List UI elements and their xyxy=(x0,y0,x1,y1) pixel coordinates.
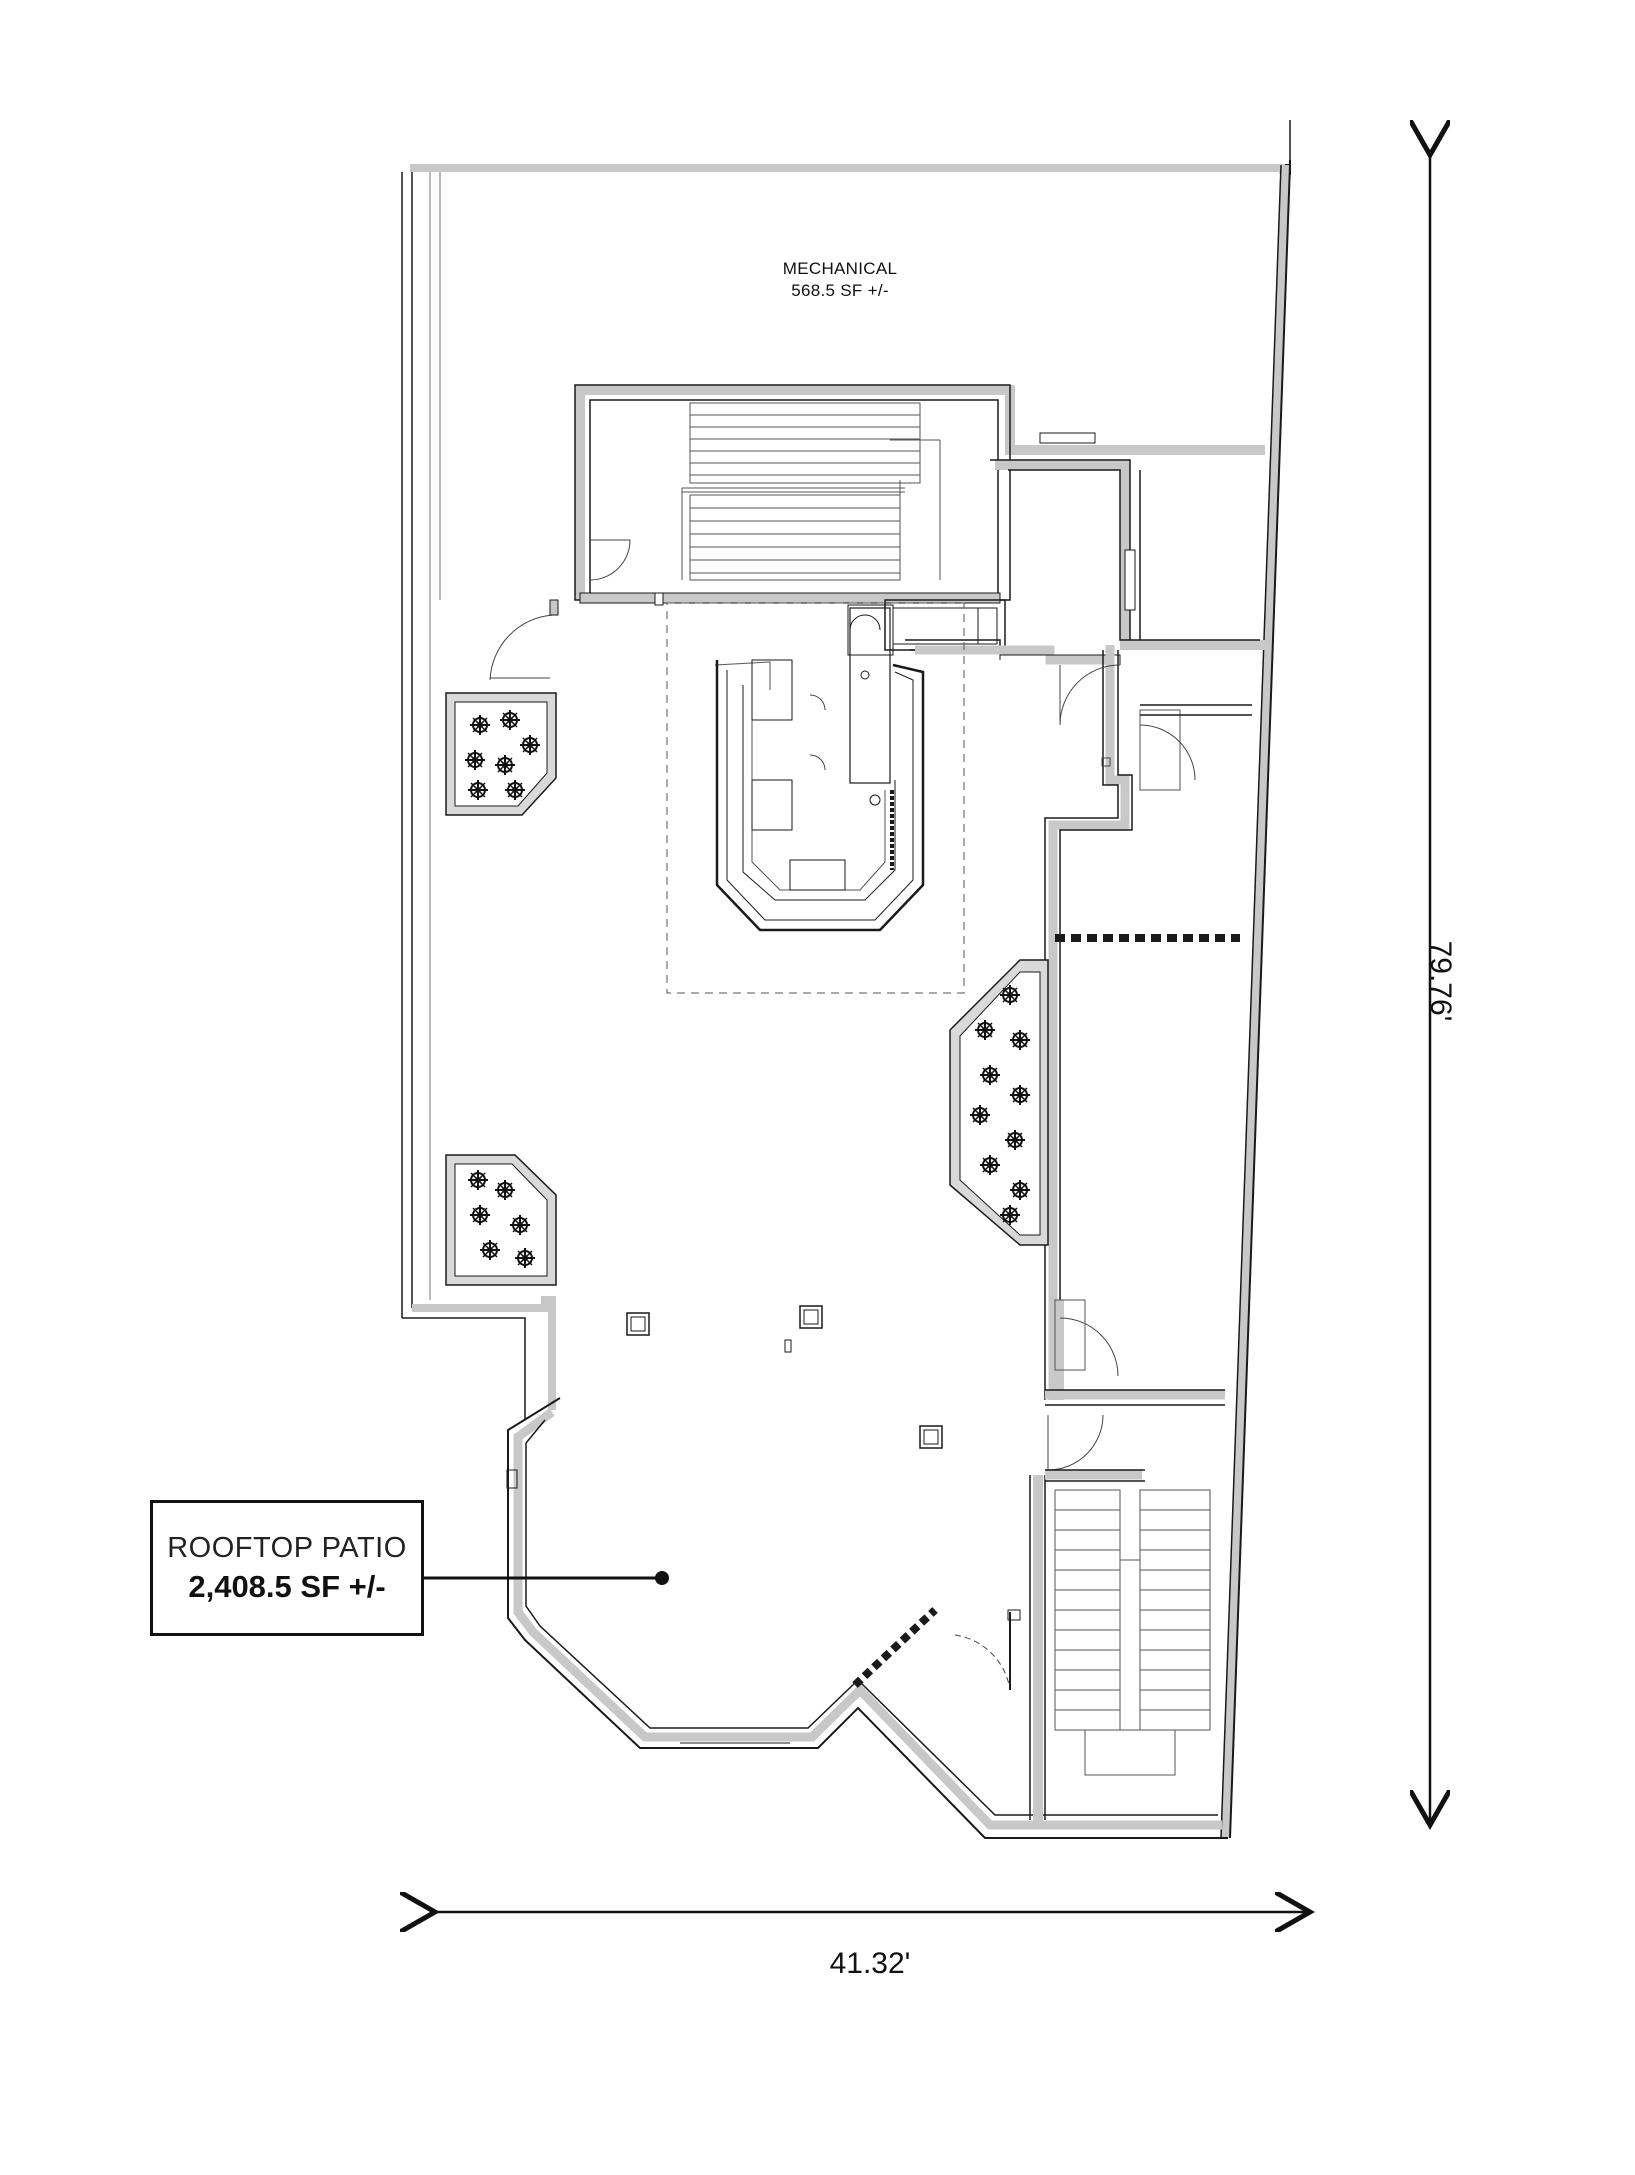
stair-core-top xyxy=(574,384,1265,606)
width-dimension-label: 41.32' xyxy=(829,1947,911,1980)
exterior-walls xyxy=(401,120,1291,1839)
mechanical-room-area: 568.5 SF +/- xyxy=(791,281,889,300)
rooftop-patio-callout: ROOFTOP PATIO 2,408.5 SF +/- xyxy=(150,1500,424,1636)
callout-title: ROOFTOP PATIO xyxy=(167,1531,407,1564)
planter-right xyxy=(949,959,1049,1246)
mechanical-room-label: MECHANICAL 568.5 SF +/- xyxy=(710,258,970,302)
patio-fixtures xyxy=(489,599,943,1449)
callout-area: 2,408.5 SF +/- xyxy=(188,1568,386,1604)
east-rooms xyxy=(852,934,1240,1825)
callout-leader xyxy=(424,1571,669,1585)
mechanical-room-name: MECHANICAL xyxy=(782,259,898,278)
service-rooms xyxy=(884,432,1265,1400)
depth-dimension-label: 79.76' xyxy=(1424,940,1457,1022)
planter-left-upper xyxy=(445,692,557,816)
bar-counter xyxy=(666,602,965,994)
dimension-lines xyxy=(435,155,1430,1912)
planter-left-lower xyxy=(445,1154,557,1286)
